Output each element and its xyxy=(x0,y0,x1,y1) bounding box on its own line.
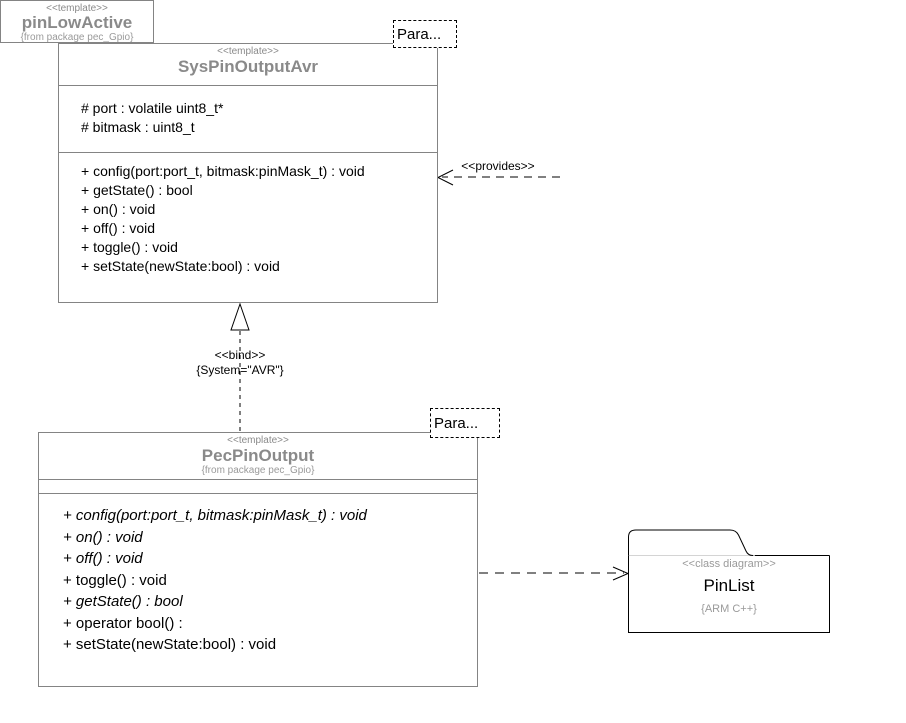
class-box-pecpinoutput[interactable]: <<template>> PecPinOutput {from package … xyxy=(38,432,478,687)
class-name: pinLowActive xyxy=(21,13,133,32)
method-item: + setState(newState:bool) : void xyxy=(81,258,280,274)
folder-shape-icon xyxy=(628,529,830,633)
open-arrowhead-left-icon xyxy=(436,169,454,186)
method-item: + getState() : bool xyxy=(63,593,183,610)
method-item: + on() : void xyxy=(63,528,143,546)
class-box-pinlowactive[interactable]: <<template>> pinLowActive {from package … xyxy=(0,0,154,43)
method-item: + off() : void xyxy=(81,220,156,236)
bind-constraint-label: {System="AVR"} xyxy=(196,363,284,377)
attributes-compartment: # port : volatile uint8_t* # bitmask : u… xyxy=(59,86,437,153)
pinlist-dependency-connector[interactable] xyxy=(479,566,630,581)
folder-text: <<class diagram>> PinList {ARM C++} xyxy=(628,555,830,632)
attribute-item: # bitmask : uint8_t xyxy=(81,119,195,135)
class-header: <<template>> PecPinOutput {from package … xyxy=(39,433,477,480)
class-box-syspinoutputavr[interactable]: <<template>> SysPinOutputAvr # port : vo… xyxy=(58,43,438,303)
stereotype-label: <<template>> xyxy=(227,435,289,446)
tagged-value-label: {ARM C++} xyxy=(701,603,757,615)
template-parameter-box-syspinoutputavr[interactable]: Para... xyxy=(393,20,457,48)
bind-realization-connector[interactable] xyxy=(230,302,250,432)
stereotype-label: <<class diagram>> xyxy=(682,558,776,570)
from-package-label: {from package pec_Gpio} xyxy=(201,465,315,476)
method-item: + on() : void xyxy=(81,201,156,217)
method-item: + toggle() : void xyxy=(63,571,167,589)
provides-stereotype-label: <<provides>> xyxy=(461,159,535,173)
template-parameter-box-pecpinoutput[interactable]: Para... xyxy=(430,408,500,438)
method-item: + config(port:port_t, bitmask:pinMask_t)… xyxy=(81,163,365,179)
bind-stereotype-label: <<bind>> xyxy=(214,348,266,362)
provides-dependency-connector[interactable] xyxy=(436,169,560,186)
method-item: + config(port:port_t, bitmask:pinMask_t)… xyxy=(63,507,367,524)
class-header: <<template>> SysPinOutputAvr xyxy=(59,44,437,86)
attribute-item: # port : volatile uint8_t* xyxy=(81,100,224,116)
method-item: + off() : void xyxy=(63,550,143,567)
operations-compartment: + config(port:port_t, bitmask:pinMask_t)… xyxy=(59,153,437,302)
hollow-triangle-arrowhead-icon xyxy=(230,302,250,331)
method-item: + setState(newState:bool) : void xyxy=(63,636,277,653)
method-item: + operator bool() : xyxy=(63,614,183,632)
class-name: SysPinOutputAvr xyxy=(177,57,319,76)
stereotype-label: <<template>> xyxy=(46,3,108,14)
class-name: PecPinOutput xyxy=(201,446,315,465)
from-package-label: {from package pec_Gpio} xyxy=(20,32,134,43)
method-item: + toggle() : void xyxy=(81,239,178,255)
package-node-pinlist[interactable]: <<class diagram>> PinList {ARM C++} xyxy=(628,528,832,634)
attributes-compartment-empty xyxy=(39,480,477,494)
method-item: + getState() : bool xyxy=(81,182,193,198)
stereotype-label: <<template>> xyxy=(217,46,279,57)
operations-compartment: + config(port:port_t, bitmask:pinMask_t)… xyxy=(39,494,477,686)
diagram-name: PinList xyxy=(703,576,755,595)
